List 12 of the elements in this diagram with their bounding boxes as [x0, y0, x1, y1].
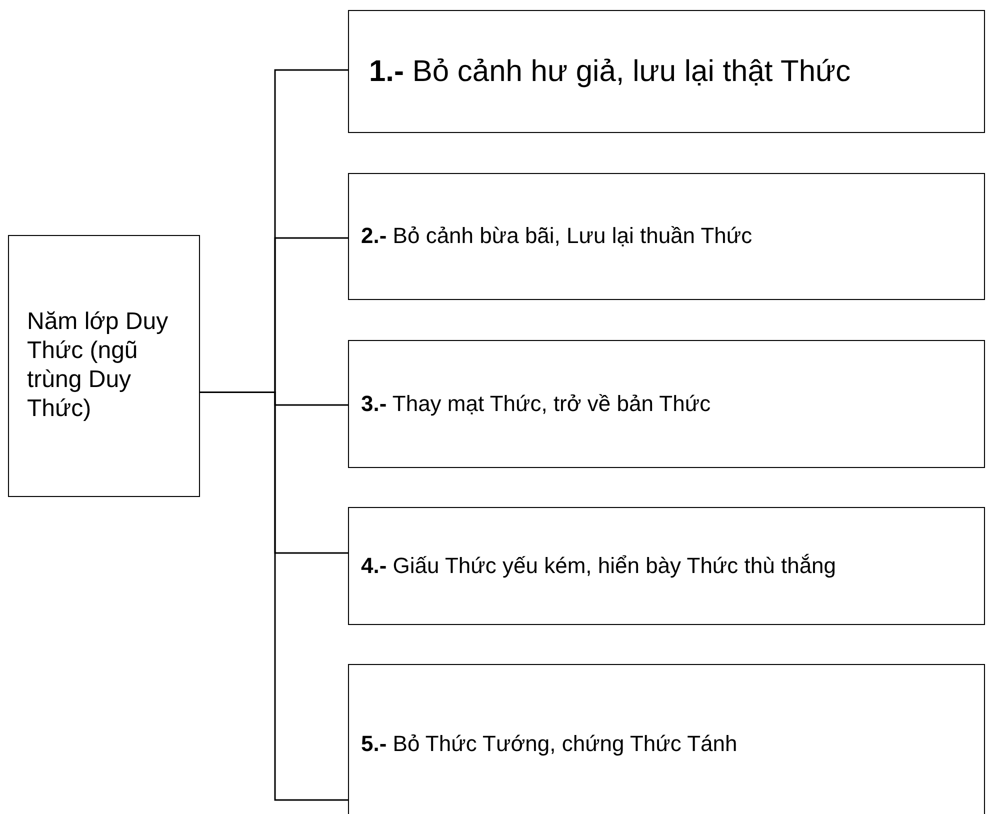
item-text: 5.- Bỏ Thức Tướng, chứng Thức Tánh — [360, 731, 738, 758]
item-text: 1.- Bỏ cảnh hư giả, lưu lại thật Thức — [368, 54, 851, 90]
item-text: 2.- Bỏ cảnh bừa bãi, Lưu lại thuần Thức — [360, 223, 752, 250]
item-box — [348, 173, 985, 300]
topic-text: Năm lớp Duy Thức (ngũ trùng Duy Thức) — [26, 308, 170, 424]
item-box — [348, 664, 985, 814]
item-text: 3.- Thay mạt Thức, trở về bản Thức — [360, 390, 711, 418]
item-box — [348, 10, 985, 133]
item-box — [348, 340, 985, 468]
item-box — [348, 507, 985, 625]
item-text: 4.- Giấu Thức yếu kém, hiển bày Thức thù thắng — [360, 552, 838, 580]
topic-box — [8, 235, 200, 497]
